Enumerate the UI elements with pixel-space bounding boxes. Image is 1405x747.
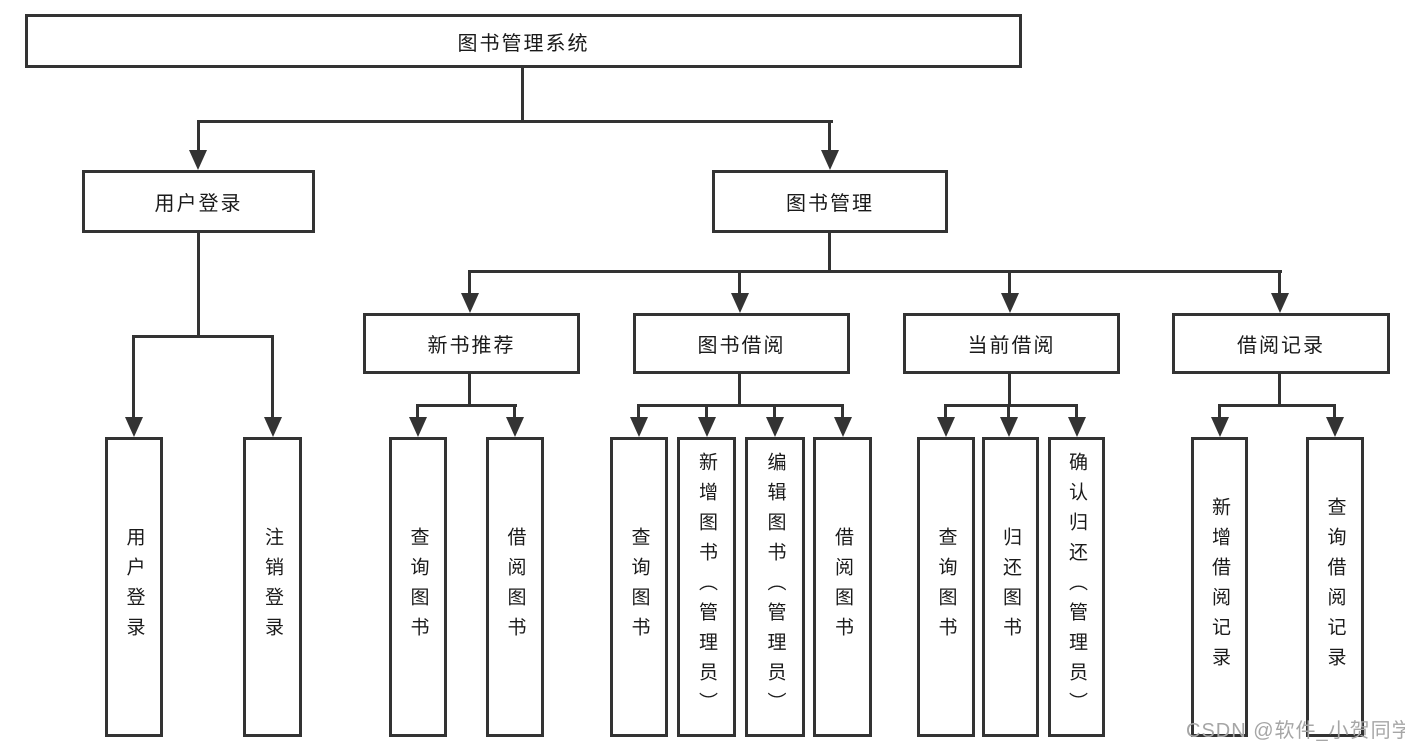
connector-line (416, 404, 419, 420)
connector-line (1008, 372, 1011, 407)
node-borrow-records: 借阅记录 (1172, 313, 1390, 374)
arrowhead-down-icon (1211, 417, 1229, 437)
node-query-borrow-record: 查询借阅记录 (1306, 437, 1364, 737)
watermark: CSDN @软件_小贺同学 (1186, 720, 1405, 742)
connector-line (468, 372, 471, 407)
arrowhead-down-icon (1271, 293, 1289, 313)
node-book-management: 图书管理 (712, 170, 948, 233)
arrowhead-down-icon (834, 417, 852, 437)
node-add-books-admin: 新增图书（管理员） (677, 437, 736, 737)
node-borrow-books: 借阅图书 (486, 437, 544, 737)
arrowhead-down-icon (1000, 417, 1018, 437)
connector-line (705, 404, 708, 420)
arrowhead-down-icon (1068, 417, 1086, 437)
node-return-books: 归还图书 (982, 437, 1039, 737)
connector-line (1008, 270, 1011, 295)
connector-line (468, 270, 1282, 273)
node-confirm-return-admin: 确认归还（管理员） (1048, 437, 1105, 737)
arrowhead-down-icon (264, 417, 282, 437)
connector-line (271, 335, 274, 420)
connector-line (416, 404, 517, 407)
arrowhead-down-icon (698, 417, 716, 437)
node-root: 图书管理系统 (25, 14, 1022, 68)
connector-line (521, 65, 524, 123)
arrowhead-down-icon (1326, 417, 1344, 437)
connector-line (1218, 404, 1336, 407)
connector-line (197, 120, 200, 153)
connector-line (132, 335, 135, 420)
arrowhead-down-icon (630, 417, 648, 437)
connector-line (1333, 404, 1336, 420)
node-book-borrow: 图书借阅 (633, 313, 850, 374)
connector-line (197, 120, 833, 123)
node-edit-books-admin: 编辑图书（管理员） (745, 437, 805, 737)
node-user-login: 用户登录 (82, 170, 315, 233)
arrowhead-down-icon (731, 293, 749, 313)
arrowhead-down-icon (937, 417, 955, 437)
connector-line (1278, 270, 1281, 295)
connector-line (637, 404, 844, 407)
connector-line (738, 270, 741, 295)
connector-line (944, 404, 1078, 407)
arrowhead-down-icon (461, 293, 479, 313)
connector-line (944, 404, 947, 420)
arrowhead-down-icon (409, 417, 427, 437)
node-new-book-recommend: 新书推荐 (363, 313, 580, 374)
arrowhead-down-icon (125, 417, 143, 437)
arrowhead-down-icon (506, 417, 524, 437)
connector-line (1075, 404, 1078, 420)
node-query-books: 查询图书 (610, 437, 668, 737)
node-logout-leaf: 注销登录 (243, 437, 302, 737)
node-user-login-leaf: 用户登录 (105, 437, 163, 737)
connector-line (1218, 404, 1221, 420)
connector-line (1007, 404, 1010, 420)
arrowhead-down-icon (766, 417, 784, 437)
connector-line (513, 404, 516, 420)
node-current-borrow: 当前借阅 (903, 313, 1120, 374)
connector-line (828, 231, 831, 273)
connector-line (197, 231, 200, 338)
node-add-borrow-record: 新增借阅记录 (1191, 437, 1248, 737)
arrowhead-down-icon (821, 150, 839, 170)
connector-line (738, 372, 741, 407)
arrowhead-down-icon (189, 150, 207, 170)
node-query-books: 查询图书 (389, 437, 447, 737)
connector-line (637, 404, 640, 420)
arrowhead-down-icon (1001, 293, 1019, 313)
connector-line (773, 404, 776, 420)
connector-line (841, 404, 844, 420)
node-query-books: 查询图书 (917, 437, 975, 737)
connector-line (828, 120, 831, 153)
connector-line (1278, 372, 1281, 407)
connector-line (132, 335, 274, 338)
node-borrow-books: 借阅图书 (813, 437, 872, 737)
connector-line (468, 270, 471, 295)
